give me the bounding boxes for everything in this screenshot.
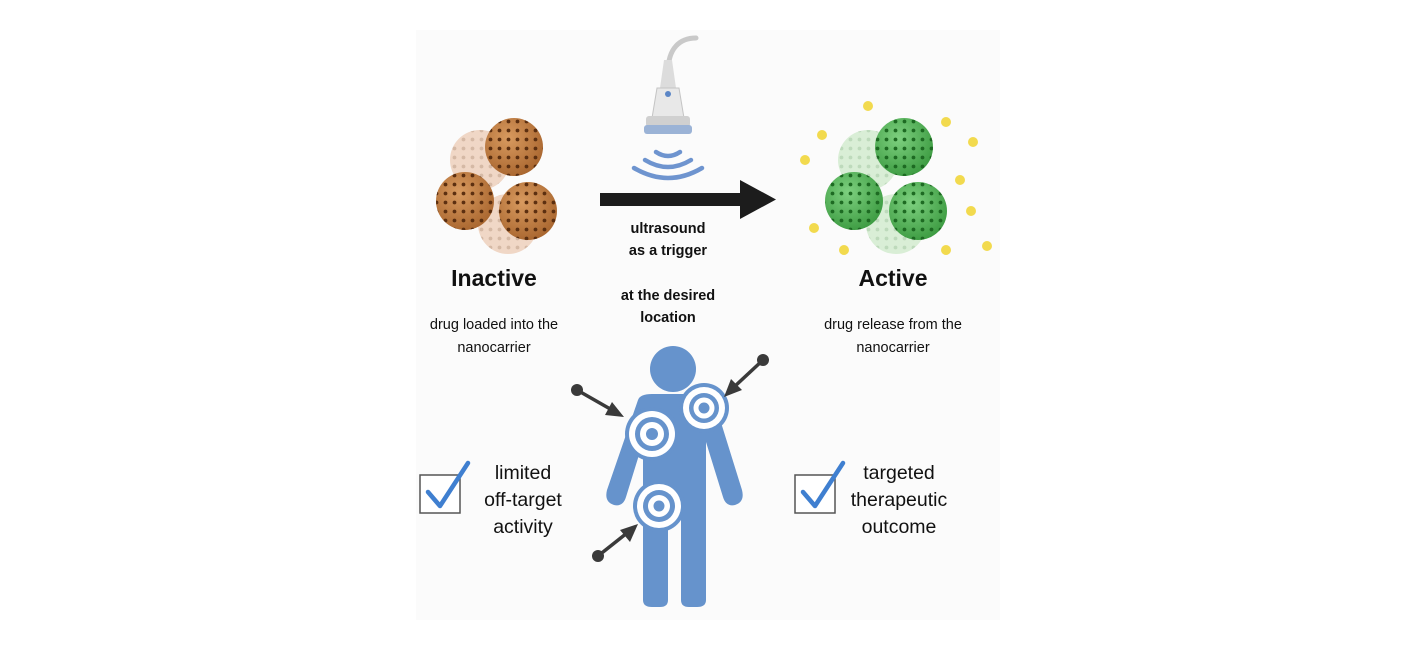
active-nanocarrier-icon xyxy=(825,118,947,254)
location-label-line: location xyxy=(640,310,696,326)
target-icon xyxy=(625,407,679,461)
right-check-label-line: outcome xyxy=(861,516,937,538)
inactive-description-line: drug loaded into the xyxy=(429,317,559,333)
active-description: drug release from the nanocarrier xyxy=(798,314,988,360)
inactive-description: drug loaded into the nanocarrier xyxy=(404,314,584,360)
trigger-label-line: ultrasound xyxy=(630,221,706,237)
right-check-label: targeted therapeutic outcome xyxy=(836,460,962,541)
location-label: at the desired location xyxy=(598,285,738,329)
left-check-label-line: activity xyxy=(493,516,553,538)
inactive-description-line: nanocarrier xyxy=(457,340,531,356)
drug-particle xyxy=(817,130,827,140)
drug-particle xyxy=(982,241,992,251)
pointer-arrow-icon xyxy=(571,384,624,417)
pointer-arrow-icon xyxy=(592,524,638,562)
left-check-label: limited off-target activity xyxy=(462,460,584,541)
checkbox-checked-icon xyxy=(794,460,846,514)
drug-particle xyxy=(968,137,978,147)
human-body-icon xyxy=(606,346,743,607)
checkbox-checked-icon xyxy=(419,460,471,514)
right-arrow-icon xyxy=(600,180,776,219)
active-title: Active xyxy=(858,265,928,291)
target-icon xyxy=(633,480,685,532)
drug-particle xyxy=(941,245,951,255)
target-icon xyxy=(679,383,729,433)
drug-particle xyxy=(800,155,810,165)
left-check-label-line: off-target xyxy=(484,489,562,511)
drug-particle xyxy=(839,245,849,255)
trigger-label: ultrasound as a trigger xyxy=(598,218,738,262)
drug-particle xyxy=(966,206,976,216)
active-description-line: drug release from the xyxy=(824,317,962,333)
inactive-title: Inactive xyxy=(451,265,537,291)
drug-particle xyxy=(863,101,873,111)
drug-particle xyxy=(955,175,965,185)
right-check-label-line: targeted xyxy=(863,462,935,484)
trigger-label-line: as a trigger xyxy=(628,243,708,259)
active-description-line: nanocarrier xyxy=(856,340,930,356)
inactive-nanocarrier-icon xyxy=(436,118,557,254)
left-check-label-line: limited xyxy=(494,462,552,484)
ultrasound-probe-icon xyxy=(644,35,699,134)
drug-particle xyxy=(809,223,819,233)
location-label-line: at the desired xyxy=(620,288,716,304)
pointer-arrow-icon xyxy=(724,354,769,397)
drug-particle xyxy=(941,117,951,127)
right-check-label-line: therapeutic xyxy=(850,489,948,511)
ultrasound-waves-icon xyxy=(631,149,705,181)
drug-particles xyxy=(800,101,992,255)
